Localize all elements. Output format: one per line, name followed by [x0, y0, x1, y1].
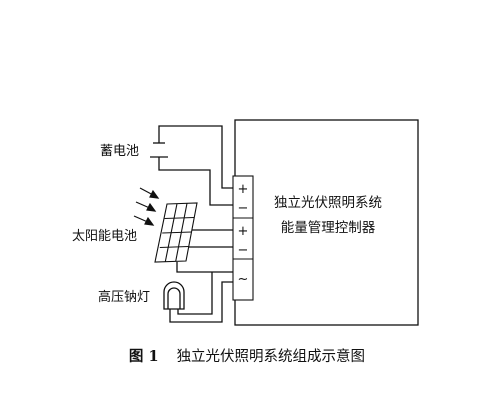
terminal-solar-minus: − [238, 243, 249, 258]
terminal-battery-minus: − [238, 201, 249, 216]
terminal-ac: ~ [238, 272, 249, 287]
figure-caption: 图 1 独立光伏照明系统组成示意图 [0, 345, 494, 366]
solar-panel-label: 太阳能电池 [72, 229, 137, 244]
solar-panel-icon [154, 202, 198, 263]
figure-number: 图 1 [128, 348, 159, 365]
solar-wiring [176, 229, 233, 273]
figure-title: 独立光伏照明系统组成示意图 [176, 349, 366, 365]
terminal-block: + − + − ~ [232, 175, 254, 301]
controller-title-line2: 能量管理控制器 [281, 220, 376, 236]
lamp-wiring [169, 272, 233, 323]
sunlight-arrows-icon [133, 187, 160, 226]
battery-icon [150, 125, 233, 206]
lamp-icon [163, 281, 185, 310]
terminal-battery-plus: + [238, 182, 249, 197]
lamp-label: 高压钠灯 [98, 289, 150, 305]
controller-title-line1: 独立光伏照明系统 [274, 195, 382, 211]
terminal-solar-plus: + [238, 224, 249, 239]
battery-label: 蓄电池 [100, 144, 139, 159]
